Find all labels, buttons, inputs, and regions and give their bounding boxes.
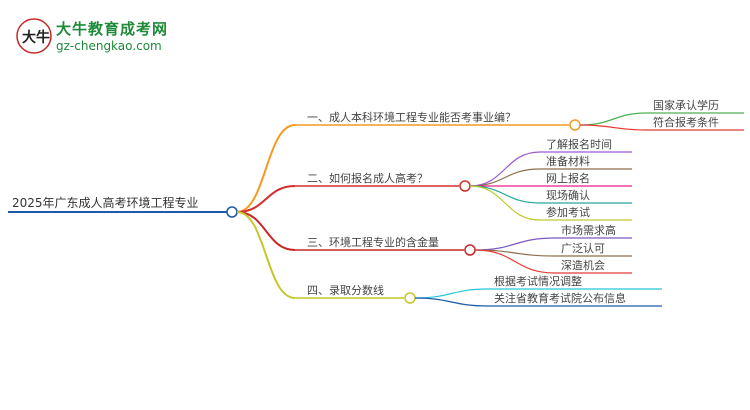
branch-2-label[interactable]: 二、如何报名成人高考？ [307,171,428,185]
branch-3-child-1-label[interactable]: 市场需求高 [561,223,616,237]
branch-4-child-1-connector [414,288,489,299]
branch-2-child-5-label[interactable]: 参加考试 [546,205,590,219]
branch-3-child-1-connector [474,237,556,251]
logo-brand-text: 大牛教育成考网 [56,20,169,38]
branch-4-child-2-connector [414,297,489,307]
branch-3-label[interactable]: 三、环境工程专业的含金量 [307,235,439,249]
branch-3-child-3-label[interactable]: 深造机会 [561,258,605,272]
branch-3-child-2-label[interactable]: 广泛认可 [561,242,605,255]
branch-1-child-1-connector [579,112,648,126]
branch-2-child-5-connector [469,185,541,221]
branch-2-child-1-label[interactable]: 了解报名时间 [546,137,612,151]
branch-2-child-1-connector [469,151,541,187]
root-node-dot[interactable] [226,206,238,218]
branch-1-label[interactable]: 一、成人本科环境工程专业能否考事业编？ [307,110,516,124]
branch-1-dot[interactable] [569,119,581,131]
branch-4-connector [236,211,296,299]
branch-2-child-3-label[interactable]: 网上报名 [546,171,590,185]
branch-3-dot[interactable] [464,244,476,256]
branch-3-connector [236,211,296,251]
root-node-label[interactable]: 2025年广东成人高考环境工程专业 [12,195,199,210]
branch-2-child-4-connector [469,185,541,204]
branch-2-connector [236,185,296,213]
bull-logo-icon: 大牛 [16,18,52,54]
branch-2-child-4-label[interactable]: 现场确认 [546,188,590,202]
branch-4-dot[interactable] [404,292,416,304]
branch-1-child-2-connector [579,124,648,131]
site-logo[interactable]: 大牛 大牛教育成考网 gz-chengkao.com [14,14,174,58]
branch-1-connector [236,124,296,213]
logo-glyph: 大牛 [22,29,50,46]
logo-site-url: gz-chengkao.com [56,39,162,53]
branch-2-dot[interactable] [459,180,471,192]
branch-1-child-1-label[interactable]: 国家承认学历 [653,98,719,112]
branch-4-child-2-label[interactable]: 关注省教育考试院公布信息 [494,291,626,305]
branch-2-child-2-connector [469,168,541,187]
branch-1-child-2-label[interactable]: 符合报考条件 [653,115,719,129]
branch-3-child-3-connector [474,249,556,274]
branch-4-child-1-label[interactable]: 根据考试情况调整 [494,274,582,288]
branch-2-child-2-label[interactable]: 准备材料 [546,154,590,168]
branch-4-label[interactable]: 四、录取分数线 [307,283,384,297]
